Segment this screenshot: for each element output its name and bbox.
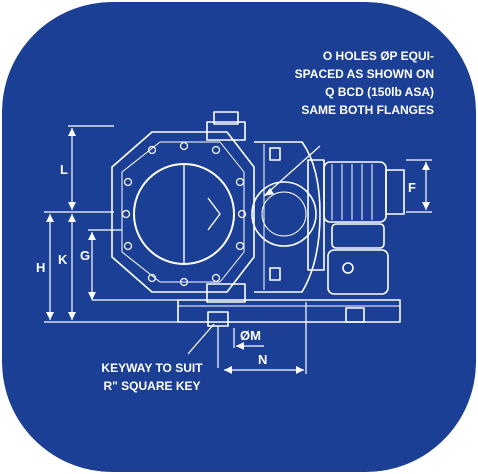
end-cover-inner: [261, 191, 307, 237]
body-bolt-top: [269, 147, 281, 161]
holes-note-line-2: SPACED AS SHOWN ON: [295, 67, 434, 81]
dim-label-H: H: [36, 260, 45, 275]
foot-bolt: [345, 307, 365, 323]
dimension-arrowheads: [46, 128, 430, 374]
motor-fan-cover: [385, 169, 405, 215]
inlet-flange: [111, 131, 255, 293]
flange-inner-edge: [121, 141, 245, 283]
baseplate: [177, 299, 401, 323]
holes-note-line-4: SAME BOTH FLANGES: [301, 103, 434, 117]
dim-label-G: G: [80, 248, 90, 263]
holes-note-line-1: O HOLES ØP EQUI-: [323, 49, 434, 63]
dim-label-K: K: [58, 252, 68, 267]
bottom-bearing: [206, 283, 246, 303]
flange-bolt-holes: [121, 141, 247, 287]
dim-label-N: N: [258, 352, 267, 367]
machine-linework: [111, 111, 405, 327]
keyway-note-line-2: R" SQUARE KEY: [103, 379, 200, 393]
gear-reducer: [327, 249, 389, 295]
reducer-plug: [342, 262, 354, 274]
dim-label-F: F: [408, 180, 416, 195]
gearbox: [331, 223, 385, 249]
rotor-vane-tip: [207, 197, 221, 231]
dim-label-L: L: [60, 162, 68, 177]
dimension-lines: [44, 125, 432, 374]
motor-fins: [331, 164, 373, 220]
dim-label-M: ØM: [240, 328, 261, 343]
keyway-note-line-1: KEYWAY TO SUIT: [101, 361, 203, 375]
body-bolt-bottom: [269, 267, 281, 281]
end-cover: [251, 181, 317, 247]
top-bearing: [206, 121, 246, 141]
top-bearing-cap: [213, 111, 239, 125]
holes-note-line-3: Q BCD (150lb ASA): [325, 85, 434, 99]
